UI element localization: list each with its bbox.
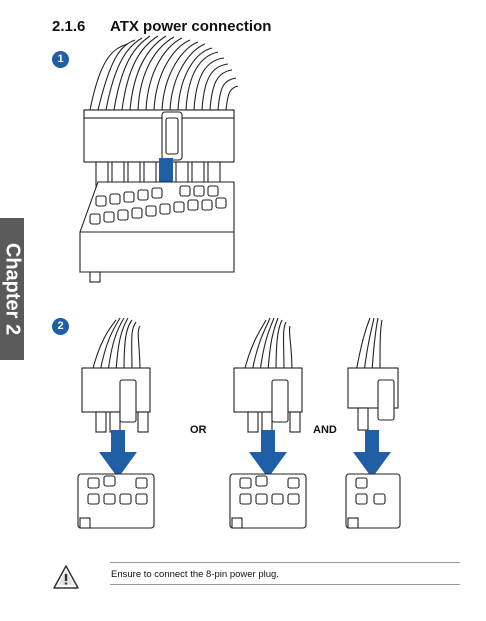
atx-4pin-socket [345, 473, 401, 529]
note-bottom-rule [110, 584, 460, 585]
section-title: ATX power connection [110, 18, 272, 35]
and-label: AND [313, 424, 337, 436]
insert-arrow-step-2b [249, 430, 287, 478]
note-top-rule [110, 562, 460, 563]
step-1-badge: 1 [52, 51, 69, 68]
insert-arrow-step-2a [99, 430, 137, 478]
note-text: Ensure to connect the 8-pin power plug. [111, 569, 279, 580]
eps-8pin-plug-a [81, 317, 151, 433]
eps-8pin-plug-b [233, 317, 303, 433]
step-2-badge: 2 [52, 318, 69, 335]
atx-24pin-socket [79, 181, 235, 283]
section-number: 2.1.6 [52, 18, 86, 35]
section-heading: 2.1.6 ATX power connection [52, 18, 271, 35]
chapter-side-tab: Chapter 2 [0, 218, 24, 360]
atx-4pin-plug [347, 317, 399, 431]
or-label: OR [190, 424, 207, 436]
warning-icon [53, 565, 79, 589]
eps-8pin-socket-b [229, 473, 307, 529]
insert-arrow-step-2c [353, 430, 391, 478]
eps-8pin-socket-a [77, 473, 155, 529]
atx-24pin-plug [83, 35, 239, 187]
